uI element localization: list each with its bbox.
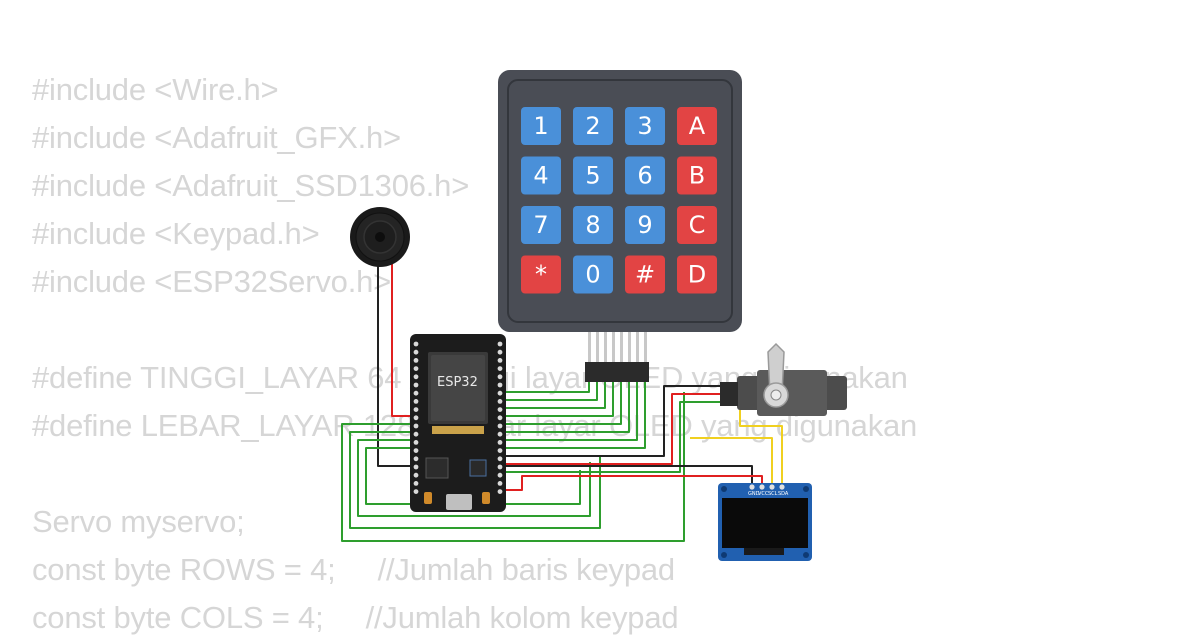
keypad-key-label: 5 [585,162,600,190]
servo-motor[interactable] [720,342,847,416]
wire-keypad-3[interactable] [502,382,606,409]
wire-green-loop-3[interactable] [357,439,591,517]
oled-pin-label: VCC [758,491,769,497]
keypad-key-label: * [535,261,547,289]
keypad-key[interactable]: 2 [573,107,613,145]
keypad-key-label: 0 [585,261,600,289]
keypad-key[interactable]: 0 [573,255,613,294]
code-line: #include <Keypad.h> [32,216,320,251]
code-line: #include <ESP32Servo.h> [32,264,392,299]
wire-oled-scl[interactable] [690,437,773,486]
keypad-key[interactable]: B [677,156,717,195]
keypad-4x4: 1 2 3 A 4 5 6 B 7 8 9 C * 0 # D [498,70,742,332]
code-line: const byte ROWS = 4; //Jumlah baris keyp… [32,552,675,587]
keypad-key-label: 9 [637,211,652,239]
wire-keypad-1[interactable] [502,382,590,393]
wire-servo-black[interactable] [502,385,720,457]
keypad-key-label: # [635,261,655,289]
keypad-key-label: C [689,211,706,239]
keypad-key-label: 8 [585,211,600,239]
keypad-key[interactable]: * [521,255,561,294]
keypad-key[interactable]: D [677,255,717,294]
keypad-key[interactable]: 9 [625,206,665,244]
keypad-key[interactable]: A [677,107,717,145]
wire-servo-signal[interactable] [502,401,720,473]
wire-green-loop-4[interactable] [365,447,581,505]
keypad-key[interactable]: 3 [625,107,665,145]
wire-oled-gnd[interactable] [502,465,753,486]
wire-buzzer-red[interactable] [391,262,414,417]
keypad-key[interactable]: C [677,206,717,244]
keypad-key-label: 7 [533,211,548,239]
keypad-key[interactable]: 5 [573,156,613,195]
wire-keypad-6[interactable] [502,382,630,433]
wire-green-loop-1[interactable] [341,392,685,542]
servo-connector [720,382,738,406]
code-line: #include <Adafruit_SSD1306.h> [32,168,470,203]
keypad-key-label: 3 [637,112,652,140]
keypad-key[interactable]: # [625,255,665,294]
code-editor-background: #include <Wire.h> #include <Adafruit_GFX.… [32,66,917,642]
wire-green-loop-2[interactable] [349,431,601,529]
code-line: Servo myservo; [32,504,245,539]
keypad-key-label: 4 [533,162,548,190]
esp32-board[interactable]: ESP32 [410,334,506,512]
keypad-key-label: D [688,261,706,289]
wire-keypad-8[interactable] [502,382,646,449]
keypad-key-label: 2 [585,112,600,140]
keypad-key[interactable]: 4 [521,156,561,195]
keypad-connector [585,332,649,382]
keypad-key[interactable]: 8 [573,206,613,244]
wire-buzzer-black[interactable] [377,262,414,467]
wire-keypad-2[interactable] [502,382,598,401]
wire-keypad-4[interactable] [502,382,614,417]
wire-keypad-5[interactable] [502,382,622,425]
buzzer[interactable] [350,207,410,267]
wires [341,262,783,542]
wire-keypad-7[interactable] [502,382,638,441]
keypad-key[interactable]: 6 [625,156,665,195]
oled-pin-label: SCL [768,491,778,497]
usb-port[interactable] [446,494,472,510]
code-line: #include <Adafruit_GFX.h> [32,120,401,155]
code-line: #include <Wire.h> [32,72,279,107]
code-line: const byte COLS = 4; //Jumlah kolom keyp… [32,600,679,635]
keypad-key-label: A [689,112,706,140]
keypad-key[interactable]: 1 [521,107,561,145]
oled-screen [722,498,808,548]
wire-oled-sda[interactable] [739,404,783,486]
oled-pin-label: SDA [778,491,789,497]
esp32-label: ESP32 [437,375,478,390]
oled-pin-label: GND [748,491,760,497]
keypad-key-label: B [689,162,705,190]
keypad-key[interactable]: 7 [521,206,561,244]
wire-servo-red[interactable] [502,393,720,465]
wire-oled-vcc[interactable] [502,475,763,491]
keypad-key-label: 1 [533,112,548,140]
keypad-key-label: 6 [637,162,652,190]
